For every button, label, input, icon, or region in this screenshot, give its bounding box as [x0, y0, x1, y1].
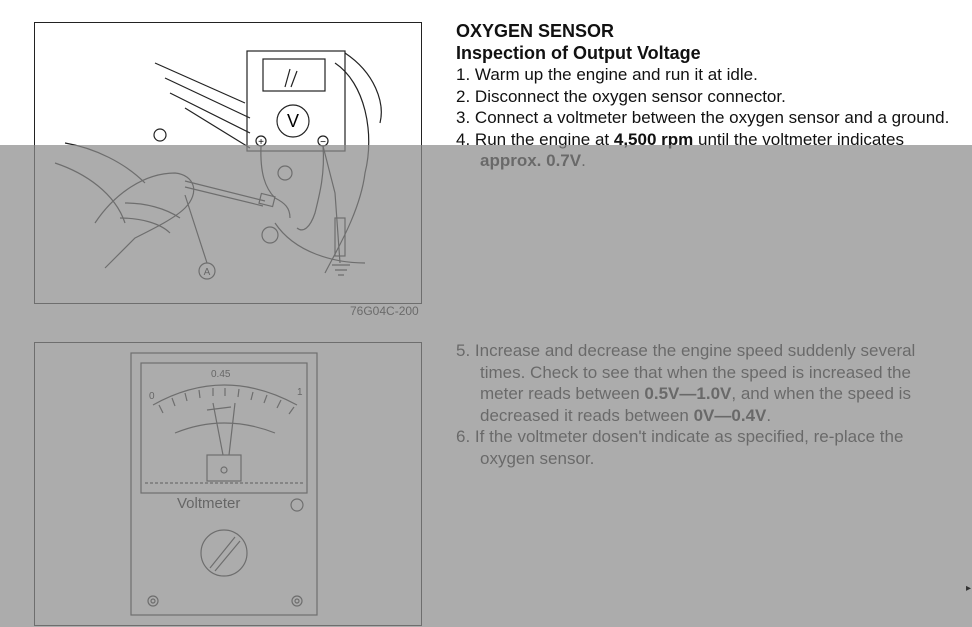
step-text: Disconnect the oxygen sensor connector. — [474, 86, 786, 106]
figure-voltmeter: 0 0.45 1 Voltmeter — [34, 342, 422, 626]
step-number: 6. — [456, 427, 471, 447]
step-number: 1. — [456, 65, 471, 84]
instructions-lower: 5. Increase and decrease the engine spee… — [456, 340, 956, 470]
section-subtitle: Inspection of Output Voltage — [456, 43, 701, 63]
step-emphasis: 0.5V—1.0V — [644, 384, 732, 404]
step-4: 4. Run the engine at 4,500 rpm until the… — [456, 129, 956, 172]
figure-code: 76G04C-200 — [350, 304, 419, 318]
step-emphasis: 4,500 rpm — [613, 129, 694, 149]
scale-max-label: 1 — [297, 387, 303, 398]
step-number: 2. — [456, 86, 471, 106]
voltmeter-illustration: 0 0.45 1 Voltmeter — [130, 352, 318, 616]
step-text: . — [766, 405, 772, 425]
step-text: until the voltmeter indicates — [693, 129, 904, 149]
step-3: 3. Connect a voltmeter between the oxyge… — [456, 107, 956, 129]
sensor-illustration: V + − A — [54, 50, 382, 280]
step-5: 5. Increase and decrease the engine spee… — [456, 340, 956, 426]
meter-symbol: V — [287, 111, 299, 131]
step-text: Connect a voltmeter between the oxygen s… — [474, 108, 950, 128]
step-text: If the voltmeter dosen't indicate as spe… — [474, 427, 904, 468]
step-number: 3. — [456, 108, 471, 128]
section-title: OXYGEN SENSOR — [456, 21, 615, 41]
step-text: Warm up the engine and run it at idle. — [474, 65, 758, 84]
instructions-upper: OXYGEN SENSOR Inspection of Output Volta… — [456, 20, 956, 172]
scale-mid-label: 0.45 — [211, 369, 231, 380]
minus-terminal: − — [320, 137, 326, 148]
step-emphasis: approx. 0.7V — [480, 151, 582, 171]
figure-sensor-connection: V + − A — [34, 22, 422, 304]
callout-a: A — [204, 267, 211, 278]
plus-terminal: + — [258, 137, 264, 148]
step-number: 5. — [456, 341, 471, 360]
voltmeter-label: Voltmeter — [177, 495, 240, 512]
scroll-arrow-icon[interactable]: ▸ — [966, 583, 972, 594]
step-number: 4. — [456, 129, 471, 149]
step-text: . — [581, 151, 586, 171]
step-1: 1. Warm up the engine and run it at idle… — [456, 64, 956, 86]
step-emphasis: 0V—0.4V — [693, 405, 767, 425]
step-text: Run the engine at — [474, 129, 614, 149]
scale-min-label: 0 — [149, 391, 155, 402]
step-6: 6. If the voltmeter dosen't indicate as … — [456, 426, 956, 469]
step-2: 2. Disconnect the oxygen sensor connecto… — [456, 86, 956, 108]
